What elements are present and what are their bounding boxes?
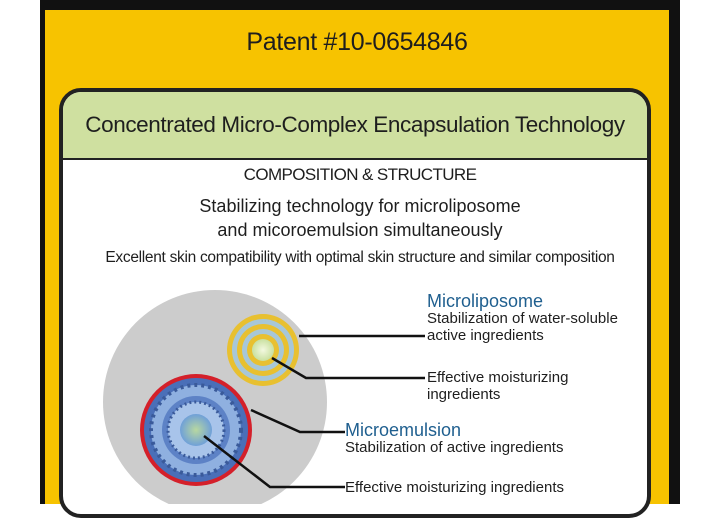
structure-diagram	[103, 290, 425, 504]
leader-moisturizing-2	[203, 435, 345, 489]
microliposome-desc-1: Stabilization of water-soluble	[427, 310, 618, 327]
leader-microemulsion	[250, 408, 345, 434]
microemulsion-title: Microemulsion	[345, 420, 462, 440]
headline-line-2: and micoroemulsion simultaneously	[217, 220, 503, 240]
leader-moisturizing-1	[271, 356, 425, 380]
microliposome-title: Microliposome	[427, 291, 544, 311]
moisturizing-1-line-2: ingredients	[427, 386, 501, 403]
microliposome-desc-2: active ingredients	[427, 327, 544, 344]
microemulsion-desc: Stabilization of active ingredients	[345, 439, 564, 456]
moisturizing-label-2: Effective moisturizing ingredients	[345, 479, 564, 496]
moisturizing-label-1: Effective moisturizing ingredients	[427, 369, 568, 403]
microemulsion-particle	[140, 374, 252, 486]
headline-line-1: Stabilizing technology for microliposome	[199, 196, 521, 216]
headline: Stabilizing technology for microliposome…	[0, 194, 720, 242]
patent-title: Patent #10-0654846	[246, 28, 468, 56]
card-header: Concentrated Micro-Complex Encapsulation…	[63, 92, 647, 160]
compatibility-text: Excellent skin compatibility with optima…	[105, 249, 615, 266]
microliposome-particle	[227, 314, 299, 386]
composition-label: COMPOSITION & STRUCTURE	[243, 165, 477, 184]
microliposome-label: Microliposome Stabilization of water-sol…	[427, 291, 618, 344]
microemulsion-label: Microemulsion Stabilization of active in…	[345, 420, 564, 456]
moisturizing-1-line-1: Effective moisturizing	[427, 369, 569, 386]
